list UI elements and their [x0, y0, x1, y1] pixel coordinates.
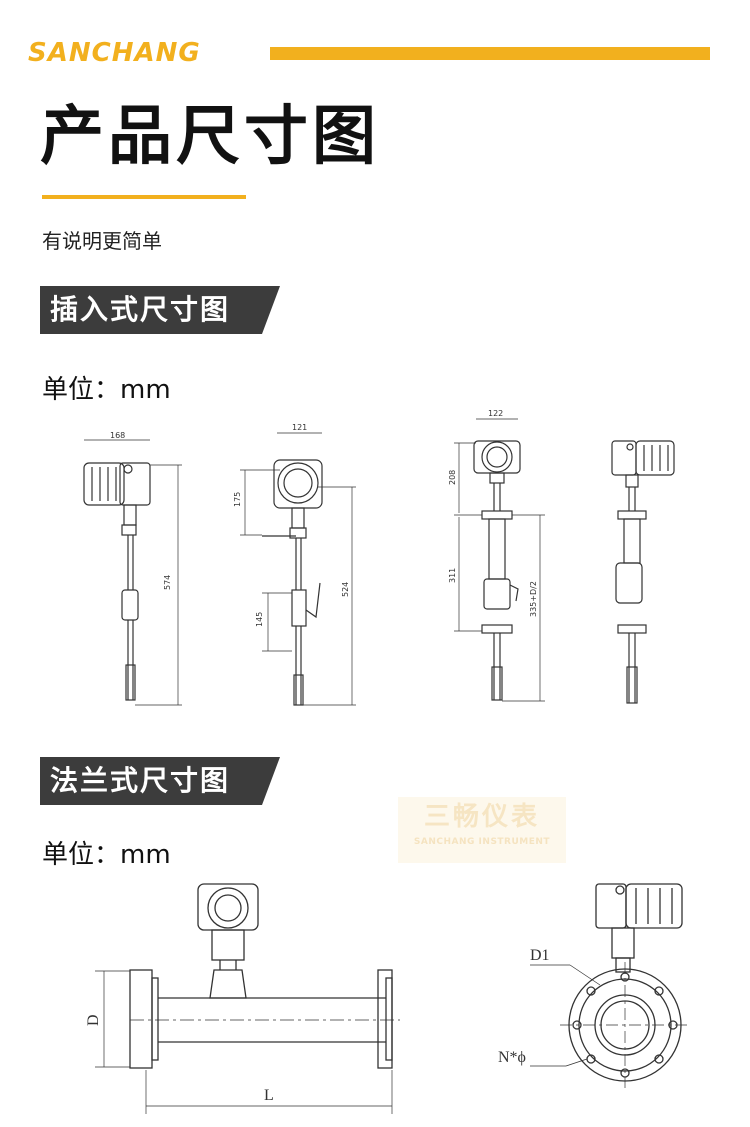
dim-311: 311	[448, 568, 457, 583]
flange-type-drawing: D L D1 N*ϕ	[85, 883, 690, 1114]
unit-label-flange: 单位：mm	[42, 840, 171, 870]
label-n-phi: N*ϕ	[498, 1049, 526, 1066]
dim-145: 145	[255, 612, 264, 627]
dim-121: 121	[292, 423, 307, 432]
dim-524: 524	[341, 582, 350, 597]
watermark-cn: 三畅仪表	[423, 802, 540, 832]
label-d: D	[85, 1014, 102, 1026]
unit-label-insertion: 单位：mm	[42, 375, 171, 405]
label-d1: D1	[530, 947, 550, 964]
dim-122: 122	[488, 409, 503, 418]
brand-header: SANCHANG	[28, 38, 718, 68]
section-heading-insertion: 插入式尺寸图	[40, 286, 280, 334]
watermark: 三畅仪表 SANCHANG INSTRUMENT	[398, 797, 566, 863]
section-heading-text: 法兰式尺寸图	[50, 764, 231, 797]
dim-175: 175	[233, 492, 242, 507]
title-underline	[42, 195, 246, 199]
section-heading-bg	[40, 757, 280, 805]
page-title: 产品尺寸图	[40, 100, 380, 174]
page-subtitle: 有说明更简单	[42, 229, 162, 253]
dim-574: 574	[163, 575, 172, 590]
section-heading-text: 插入式尺寸图	[50, 293, 231, 326]
label-l: L	[264, 1087, 274, 1104]
dim-168: 168	[110, 431, 125, 440]
dim-335-d2: 335+D/2	[529, 581, 538, 617]
dim-208: 208	[448, 470, 457, 485]
watermark-en: SANCHANG INSTRUMENT	[413, 837, 551, 847]
brand-bar	[270, 47, 710, 60]
section-heading-flange: 法兰式尺寸图	[40, 757, 280, 805]
brand-logo: SANCHANG	[28, 38, 201, 68]
section-heading-bg	[40, 286, 280, 334]
insertion-type-drawing: 168 574 121 175 145 524 122 208 311 335+…	[83, 409, 675, 706]
